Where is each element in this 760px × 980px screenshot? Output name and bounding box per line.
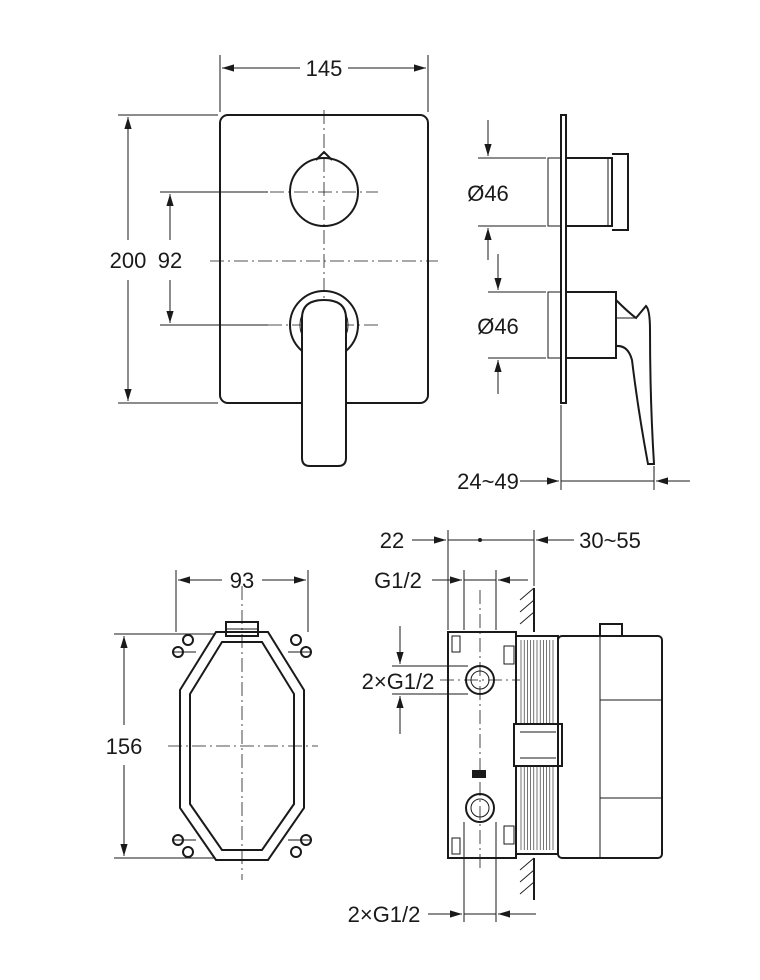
mixer-lever-handle bbox=[301, 298, 347, 467]
side-view: Ø46 Ø46 24~49 bbox=[457, 114, 690, 494]
dim-top-thread: G1/2 bbox=[374, 568, 422, 593]
box-cover-cap bbox=[557, 635, 663, 859]
dim-depth-30-55: 30~55 bbox=[579, 528, 641, 553]
front-view: 145 200 92 bbox=[110, 55, 438, 470]
dim-offset-22: 22 bbox=[380, 528, 404, 553]
side-lever-body bbox=[566, 291, 617, 359]
side-lever-handle bbox=[615, 299, 656, 465]
side-cover-plate bbox=[560, 114, 567, 404]
box-front-view: 93 156 bbox=[106, 568, 318, 880]
dim-box-height-156: 156 bbox=[106, 734, 143, 759]
mounting-lugs bbox=[172, 634, 312, 858]
dim-lower-diameter: Ø46 bbox=[477, 314, 519, 339]
dim-side-thread: 2×G1/2 bbox=[362, 669, 435, 694]
dim-spacing-92: 92 bbox=[158, 248, 182, 273]
dim-height-200: 200 bbox=[110, 248, 147, 273]
side-knob-cap bbox=[612, 153, 629, 231]
flow-direction-mark bbox=[472, 770, 486, 778]
box-body-outer bbox=[179, 631, 305, 861]
dim-box-width-93: 93 bbox=[230, 568, 254, 593]
diverter-knob bbox=[289, 157, 359, 227]
wall-hatch bbox=[519, 587, 535, 900]
box-clamp bbox=[513, 723, 563, 767]
box-side-view: 22 30~55 G1/2 2×G1/2 2×G1/2 bbox=[348, 528, 663, 927]
dim-upper-diameter: Ø46 bbox=[467, 181, 509, 206]
box-body-inner bbox=[189, 641, 295, 851]
dim-bottom-thread: 2×G1/2 bbox=[348, 902, 421, 927]
side-knob-body bbox=[566, 157, 613, 227]
dim-depth-24-49: 24~49 bbox=[457, 469, 519, 494]
knob-indicator-icon bbox=[315, 150, 333, 161]
dim-width-145: 145 bbox=[306, 56, 343, 81]
